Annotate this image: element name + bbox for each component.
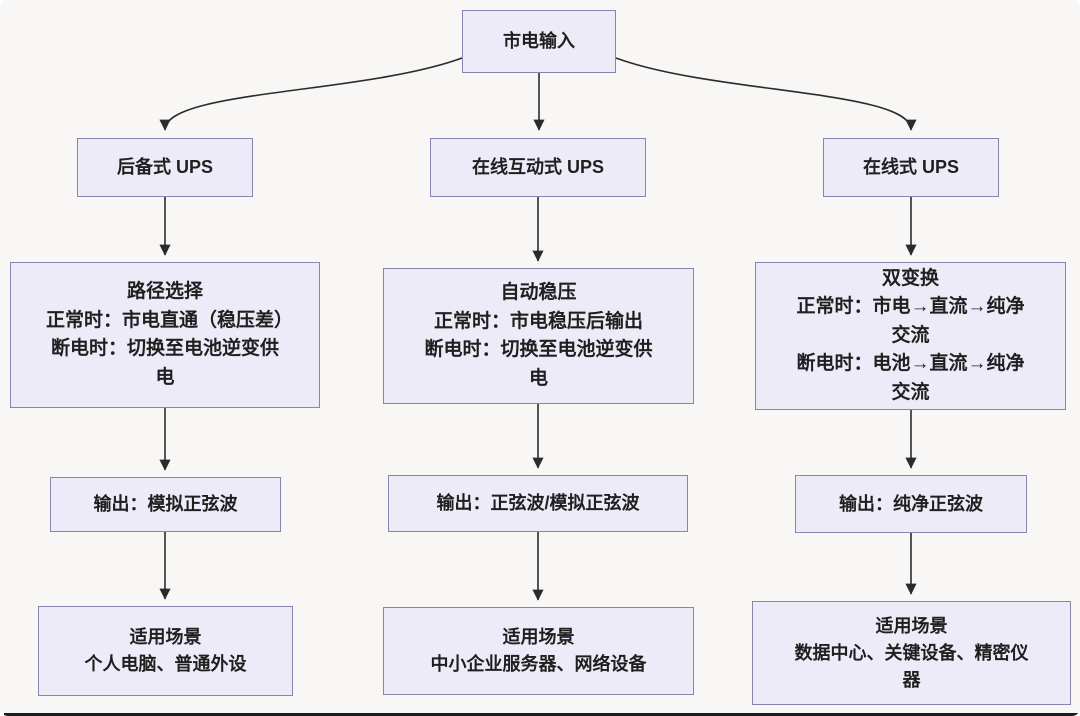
scenario-title: 适用场景: [502, 627, 575, 647]
scenario-desc: 个人电脑、普通外设: [84, 654, 247, 674]
scenario-desc: 中小企业服务器、网络设备: [430, 654, 647, 674]
arrow-root-to-backup: [159, 57, 463, 131]
mechanism-title: 路径选择: [126, 281, 203, 302]
node-output-backup: 输出：模拟正弦波: [50, 477, 281, 532]
mechanism-normal-line: 正常时：市电直通（稳压差）: [46, 309, 294, 331]
node-output-online: 输出：纯净正弦波: [795, 475, 1027, 533]
node-mains-input: 市电输入: [462, 10, 616, 73]
node-mechanism-online: 双变换 正常时：市电→直流→纯净交流 断电时：电池→直流→纯净交流: [755, 262, 1066, 410]
scenario-title: 适用场景: [875, 615, 948, 636]
scenario-title: 适用场景: [129, 627, 202, 647]
node-mechanism-backup: 路径选择 正常时：市电直通（稳压差） 断电时：切换至电池逆变供电: [10, 262, 320, 408]
mechanism-title: 双变换: [881, 267, 939, 289]
node-ups-type-online: 在线式 UPS: [823, 138, 999, 197]
node-scenario-online: 适用场景 数据中心、关键设备、精密仪器: [752, 601, 1071, 705]
node-output-line-interactive: 输出：正弦波/模拟正弦波: [388, 475, 688, 532]
mechanism-normal-line: 正常时：市电→直流→纯净交流: [796, 296, 1025, 346]
node-ups-type-backup: 后备式 UPS: [77, 138, 253, 197]
mechanism-outage-line: 断电时：电池→直流→纯净交流: [796, 353, 1025, 403]
mechanism-title: 自动稳压: [500, 282, 577, 303]
scenario-desc: 数据中心、关键设备、精密仪器: [794, 642, 1029, 690]
bottom-edge-line: [4, 713, 1080, 716]
mechanism-outage-line: 断电时：切换至电池逆变供电: [50, 338, 279, 388]
mechanism-normal-line: 正常时：市电稳压后输出: [433, 310, 643, 332]
node-mechanism-line-interactive: 自动稳压 正常时：市电稳压后输出 断电时：切换至电池逆变供电: [383, 268, 694, 404]
node-ups-type-line-interactive: 在线互动式 UPS: [430, 138, 646, 197]
node-scenario-line-interactive: 适用场景 中小企业服务器、网络设备: [383, 607, 694, 695]
mechanism-outage-line: 断电时：切换至电池逆变供电: [424, 339, 653, 389]
node-scenario-backup: 适用场景 个人电脑、普通外设: [38, 606, 293, 696]
arrow-root-to-online: [615, 57, 917, 131]
